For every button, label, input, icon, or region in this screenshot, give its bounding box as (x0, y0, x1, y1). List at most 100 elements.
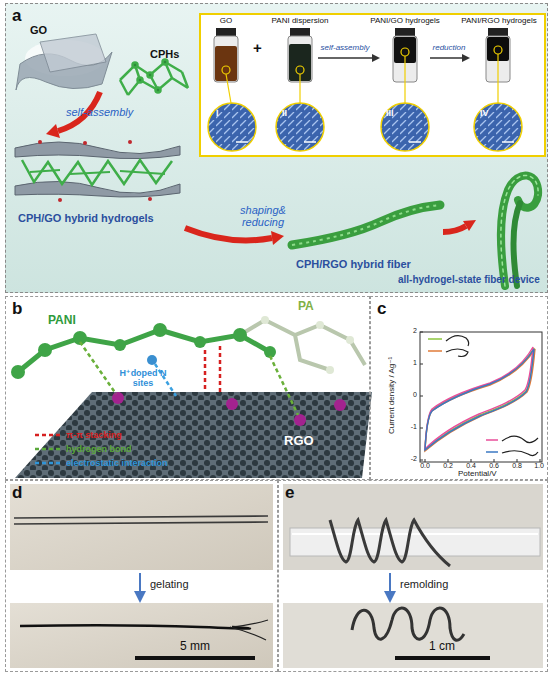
pani-chain (233, 328, 247, 342)
fiber (230, 627, 266, 640)
hybrid-hydrogel-illustration (148, 197, 152, 201)
pani-chain (18, 330, 270, 372)
inset-bending-states (428, 336, 538, 456)
inset-bending-states (428, 350, 442, 352)
axis-ticks (420, 332, 540, 462)
polymer-network (163, 60, 168, 65)
axis-ticks (420, 460, 423, 461)
legend-sample (34, 459, 62, 467)
legend-line (35, 434, 61, 437)
glass-highlight (292, 533, 538, 535)
sem-micrographs (409, 141, 421, 143)
tick-label: 2 (400, 327, 417, 335)
fiber (14, 522, 268, 524)
inset-number: II (282, 108, 287, 118)
fiber (14, 516, 268, 518)
hybrid-hydrogel-illustration (15, 142, 180, 159)
plus-sign: + (253, 40, 262, 57)
step-label: gelating (150, 578, 189, 590)
sem-leader-lines (299, 74, 300, 103)
stage-title: CPH/GO hybrid hydrogels (18, 212, 154, 224)
sample-vials (214, 28, 510, 82)
tick-label: 0 (400, 391, 417, 399)
photo (283, 603, 543, 668)
polymer-network (120, 60, 188, 96)
inset-bending-states (502, 436, 538, 442)
hybrid-hydrogel-illustration (15, 140, 180, 202)
inset-number: I (216, 108, 219, 118)
highlight-box (200, 14, 545, 156)
glass-tube (290, 528, 540, 556)
graphene-oxide-sheets (40, 34, 106, 72)
panel-a-art (5, 3, 548, 293)
step-label: remolding (400, 578, 448, 590)
tick-label: 1 (400, 359, 417, 367)
inset-bending-states (428, 338, 442, 340)
legend-item: hydrogen bond (34, 444, 132, 454)
inset-number: III (386, 108, 394, 118)
legend-item: π-π stacking (34, 430, 122, 440)
scale-label: 1 cm (402, 640, 482, 653)
axis-ticks (448, 459, 449, 462)
tick-label: 0.6 (484, 462, 504, 470)
interaction-lines (80, 342, 298, 415)
hybrid-hydrogel-illustration (83, 141, 87, 145)
polymer-network (138, 78, 143, 83)
sem-leader-lines (226, 74, 231, 103)
axis-ticks (540, 459, 541, 462)
hybrid-fiber (292, 205, 440, 245)
sem-micrographs (381, 103, 429, 151)
axis-ticks (420, 364, 423, 365)
sample-vials (216, 28, 236, 36)
interaction-lines (219, 346, 222, 392)
red-process-arrow (443, 220, 476, 232)
panel-letter: e (285, 483, 294, 503)
tick-label: -1 (400, 423, 417, 431)
cv-curves (425, 349, 534, 450)
axis-title: Potential/V (458, 470, 497, 479)
pa-molecule (326, 366, 334, 374)
red-process-arrow (463, 220, 476, 231)
sem-micrographs (304, 141, 316, 143)
photo (283, 484, 543, 570)
polymer-network (148, 73, 153, 78)
sem-micrographs (502, 141, 514, 143)
fiber-device (514, 203, 520, 286)
vial-label: GO (206, 17, 246, 26)
sem-leader-lines (222, 66, 230, 74)
axis-ticks (471, 459, 472, 462)
axis-ticks (420, 332, 423, 333)
pani-chain (11, 365, 25, 379)
figure-panel: c (370, 296, 548, 480)
inset-bending-states (486, 451, 498, 453)
pa-molecule (316, 321, 324, 329)
figure-panel: e (278, 480, 548, 672)
fiber (232, 620, 268, 627)
sem-micrographs (208, 103, 522, 151)
rgo-sheet (15, 392, 372, 478)
panel-b-art (11, 316, 372, 478)
cv-curves (425, 347, 533, 449)
legend-sample (34, 445, 62, 453)
panel-d-photos (10, 484, 273, 668)
inset-bending-states (486, 439, 498, 441)
interaction-lines (270, 356, 298, 415)
component-label: CPHs (150, 48, 179, 60)
molecule-label: PA (298, 300, 314, 313)
hybrid-hydrogel-illustration (30, 170, 165, 174)
inset-bending-states (446, 349, 468, 357)
sem-leader-lines (494, 46, 502, 54)
sample-vials (488, 28, 508, 36)
legend-text: π-π stacking (66, 430, 122, 440)
vial-label: PANI dispersion (265, 17, 335, 26)
component-label: GO (30, 24, 47, 36)
pani-chain (38, 343, 52, 357)
oxygen-atoms (112, 392, 124, 404)
red-process-arrow (185, 228, 272, 240)
hybrid-fiber (292, 205, 440, 245)
sample-vials (395, 28, 415, 36)
tick-label: 0.8 (507, 462, 527, 470)
hybrid-hydrogel-illustration (128, 140, 132, 144)
stage-title: CPH/RGO hybrid fiber (296, 258, 411, 270)
